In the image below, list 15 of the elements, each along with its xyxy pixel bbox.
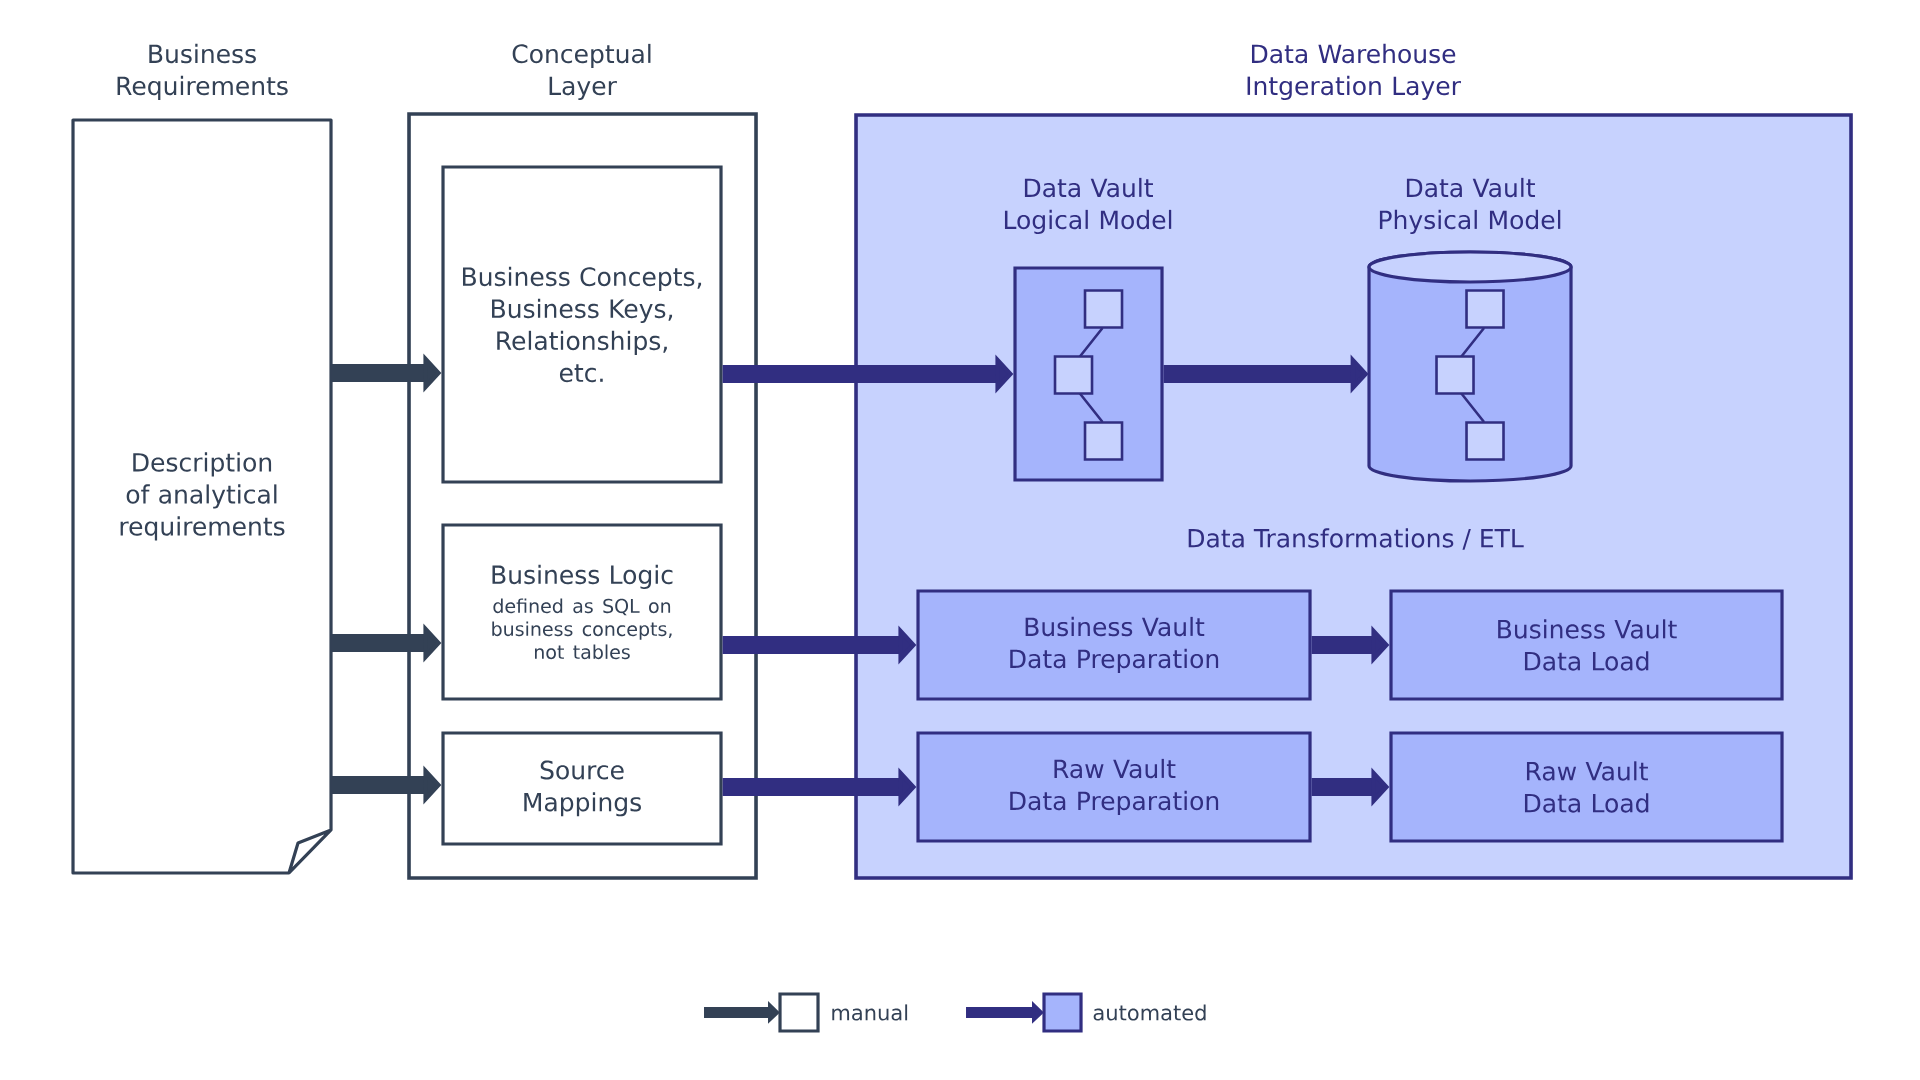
process-box: Source Mappings <box>441 731 723 846</box>
process-box: Business Vault Data Load <box>1389 589 1784 701</box>
process-box: Business Logic defined as SQL on business concepts, not tables <box>441 523 723 701</box>
column-heading: Conceptual Layer <box>512 43 651 101</box>
model-heading: Data Vault Physical Model <box>1379 177 1561 235</box>
column-heading: Data Warehouse Intgeration Layer <box>1247 43 1461 101</box>
legend-label: automated <box>1093 1004 1206 1021</box>
column-heading: Business Requirements <box>117 43 288 101</box>
process-box: Business Vault Data Preparation <box>916 589 1312 701</box>
model-heading: Data Vault Logical Model <box>1004 177 1172 235</box>
process-box: Raw Vault Data Load <box>1389 731 1784 843</box>
process-box: Business Concepts, Business Keys, Relationships, etc. <box>441 165 723 484</box>
section-label: Data Transformations / ETL <box>1188 528 1524 550</box>
process-box: Raw Vault Data Preparation <box>916 731 1312 843</box>
legend-label: manual <box>832 1004 908 1021</box>
